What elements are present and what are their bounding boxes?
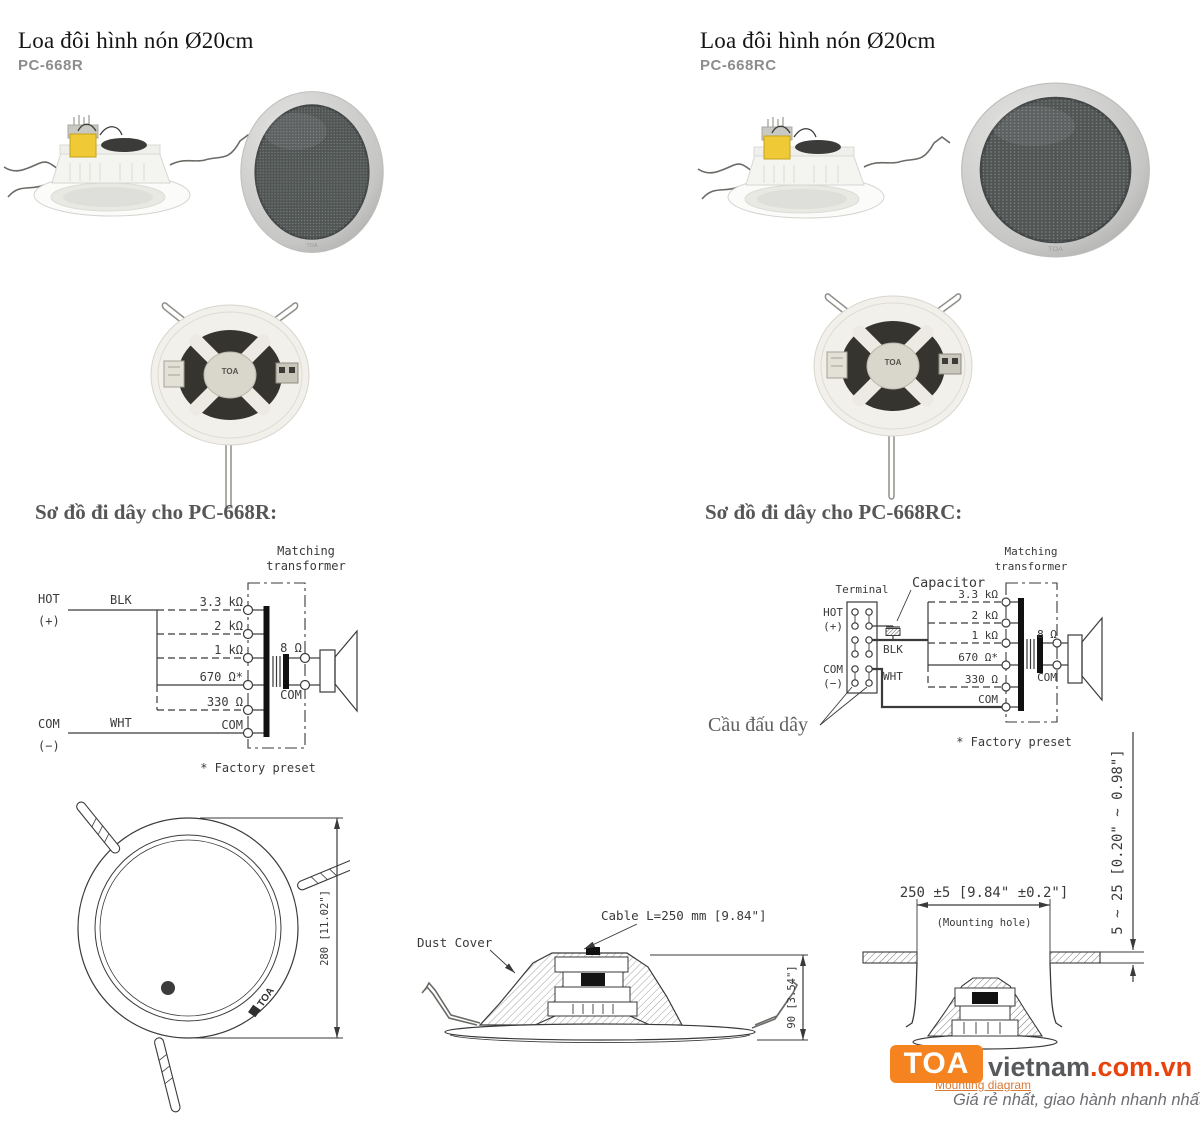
wht-label: WHT <box>883 670 903 683</box>
cable-label: Cable L=250 mm [9.84"] <box>601 908 767 923</box>
left-product-model: PC-668R <box>18 57 84 74</box>
hot-label: HOT <box>823 606 843 619</box>
capacitor-symbol <box>872 625 901 640</box>
impedance-label: 8 Ω <box>1037 628 1057 641</box>
left-speaker-rear-photo: TOA <box>150 302 310 509</box>
mounting-view-drawing: 250 ±5 [9.84" ±0.2"] (Mounting hole) 5 ~… <box>862 732 1144 1050</box>
diameter-dimension: 280 [11.02"] <box>319 890 331 966</box>
tap-330: 330 Ω <box>965 673 998 686</box>
transformer-coil <box>763 135 791 160</box>
tap-2k: 2 kΩ <box>214 619 243 633</box>
top-view-drawing: TOA 280 [11.02"] <box>76 801 350 1113</box>
mounting-springs <box>421 980 799 1029</box>
left-wiring-diagram: Matching transformer <box>38 544 358 775</box>
rear-transformer <box>826 351 848 379</box>
height-dimension: 90 [3.54"] <box>786 965 798 1028</box>
flange-profile <box>444 1023 756 1041</box>
tap-670: 670 Ω* <box>958 651 998 664</box>
hot-polarity: (+) <box>823 620 843 633</box>
com-label: COM <box>38 717 60 731</box>
tap-2k: 2 kΩ <box>972 609 999 622</box>
tap-3k3: 3.3 kΩ <box>200 595 243 609</box>
matching-label-2: transformer <box>266 559 345 573</box>
ceiling-slab-left <box>862 951 918 964</box>
jumper-label: Cầu đấu dây <box>708 714 808 736</box>
right-speaker-front-photo: TOA <box>961 82 1150 258</box>
tap-com: COM <box>221 718 243 732</box>
hot-polarity: (+) <box>38 614 60 628</box>
wht-label: WHT <box>110 716 132 730</box>
mounting-hole-label: (Mounting hole) <box>937 917 1032 929</box>
right-speaker-side-photo <box>697 117 951 219</box>
primary-winding <box>263 606 270 737</box>
transformer-box <box>247 582 306 749</box>
dust-cover-label: Dust Cover <box>417 935 493 950</box>
com-label: COM <box>823 663 843 676</box>
transformer-coil <box>69 133 97 158</box>
factory-preset-note: * Factory preset <box>200 761 316 775</box>
capacitor-label: Capacitor <box>912 575 985 591</box>
rear-brand-mark: TOA <box>222 367 239 376</box>
right-wiring-heading: Sơ đồ đi dây cho PC-668RC: <box>705 500 963 524</box>
spring-clips <box>76 801 350 1113</box>
footer-logo: TOA vietnam .com.vn <box>890 1045 1192 1083</box>
terminal-block <box>846 601 878 694</box>
ceiling-slab-right <box>1049 951 1101 964</box>
rim-brand-mark: TOA <box>306 243 318 249</box>
right-wiring-diagram: Matching transformer Terminal Capacitor <box>708 545 1103 749</box>
left-product-title: Loa đôi hình nón Ø20cm <box>18 28 254 53</box>
factory-preset-note: * Factory preset <box>956 735 1072 749</box>
matching-label-1: Matching <box>277 544 335 558</box>
logo-domain-text: .com.vn <box>1090 1052 1193 1082</box>
tap-1k: 1 kΩ <box>972 629 999 642</box>
primary-terminals <box>242 604 254 739</box>
logo-vietnam-text: vietnam <box>988 1052 1091 1082</box>
rear-brand-mark: TOA <box>885 358 902 367</box>
speaker-symbol <box>1067 616 1103 702</box>
magnet <box>203 351 257 399</box>
secondary-com-label: COM <box>280 688 302 702</box>
cable-gland <box>586 947 600 955</box>
terminal-label: Terminal <box>836 583 889 596</box>
secondary-com-label: COM <box>1037 671 1057 684</box>
ceiling-thickness-dimension: 5 ~ 25 [0.20" ~ 0.98"] <box>1110 749 1126 934</box>
left-product-header: Loa đôi hình nón Ø20cm PC-668R <box>18 28 254 74</box>
com-polarity: (−) <box>823 677 843 690</box>
mounting-springs <box>905 962 1063 1028</box>
impedance-label: 8 Ω <box>280 641 302 655</box>
tap-3k3: 3.3 kΩ <box>958 588 998 601</box>
blk-label: BLK <box>110 593 132 607</box>
magnet-cap <box>101 138 147 152</box>
hole-width-dimension: 250 ±5 [9.84" ±0.2"] <box>900 885 1069 901</box>
primary-winding <box>1018 598 1024 711</box>
right-product-model: PC-668RC <box>700 57 777 74</box>
transformer-box <box>1005 582 1058 723</box>
hot-label: HOT <box>38 592 60 606</box>
left-speaker-front-photo: TOA <box>240 91 384 253</box>
right-speaker-rear-photo: TOA <box>813 293 973 500</box>
right-product-header: Loa đôi hình nón Ø20cm PC-668RC <box>700 28 936 74</box>
rear-transformer <box>163 360 185 388</box>
tap-1k: 1 kΩ <box>214 643 243 657</box>
left-wiring-heading: Sơ đồ đi dây cho PC-668R: <box>35 500 278 524</box>
tap-com: COM <box>978 693 998 706</box>
secondary-winding <box>1026 639 1035 669</box>
wht-wire <box>872 667 1002 709</box>
secondary-winding <box>272 656 281 687</box>
left-speaker-side-photo <box>3 115 257 217</box>
footer-tagline: Giá rẻ nhất, giao hành nhanh nhất ! <box>953 1091 1200 1109</box>
matching-label-1: Matching <box>1005 545 1058 558</box>
speaker-symbol <box>319 629 358 713</box>
tap-330: 330 Ω <box>207 695 243 709</box>
toa-logo: TOA <box>890 1045 983 1083</box>
section-view-drawing: Cable L=250 mm [9.84"] Dust Cover 90 [3.… <box>417 908 808 1043</box>
right-product-title: Loa đôi hình nón Ø20cm <box>700 28 936 53</box>
grill-hole-dot <box>161 981 175 995</box>
magnet <box>866 342 920 390</box>
blk-label: BLK <box>883 643 903 656</box>
rim-brand-mark: TOA <box>1048 247 1063 253</box>
com-polarity: (−) <box>38 739 60 753</box>
matching-label-2: transformer <box>995 560 1068 573</box>
tap-670: 670 Ω* <box>200 670 243 684</box>
